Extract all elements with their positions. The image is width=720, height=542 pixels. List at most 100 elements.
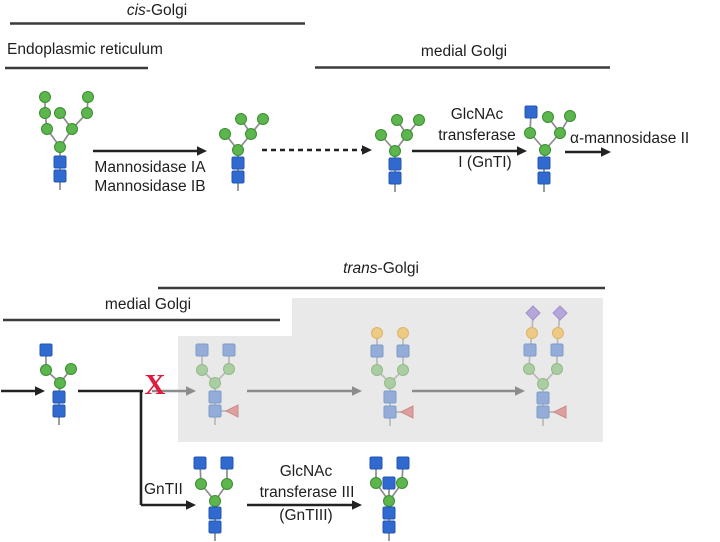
mannose-icon [232, 144, 244, 156]
gntiii-label-line1: GlcNAc [279, 463, 333, 480]
mannose-icon [375, 129, 387, 141]
mannose-icon [564, 110, 576, 122]
trans-rest: -Golgi [377, 260, 419, 277]
glycan-medial-man5 [375, 114, 425, 192]
glcnac-icon [388, 171, 402, 185]
sialic-acid-icon [525, 305, 541, 321]
galactose-icon [552, 327, 564, 339]
mannose-icon [219, 128, 231, 140]
mannose-icon [65, 363, 77, 375]
medial-golgi-bottom-label: medial Golgi [104, 296, 192, 313]
mannose-icon [41, 123, 53, 135]
mannose-icon [383, 495, 395, 507]
mannose-icon [542, 111, 554, 123]
mannose-icon [370, 477, 382, 489]
gnti-label-line3: I (GnTI) [458, 154, 512, 171]
mannose-icon [391, 114, 403, 126]
trans-golgi-highlight-box [178, 298, 603, 442]
glcnac-icon [193, 456, 207, 470]
glcnac-icon [208, 390, 222, 404]
glcnac-icon [208, 506, 222, 520]
glycan-galactosylated-faded [370, 327, 414, 426]
mannose-icon [397, 364, 409, 376]
cis-rest: -Golgi [145, 2, 188, 19]
glcnac-icon [369, 456, 383, 470]
gntii-label: GnTII [144, 481, 183, 498]
mannose-icon [196, 364, 208, 376]
mannose-icon [54, 141, 66, 153]
glcnac-icon [383, 405, 397, 419]
mannose-icon [54, 107, 66, 119]
mannose-icon [384, 377, 396, 389]
arrow-amannosidase-ii-head [601, 147, 611, 157]
galactose-icon [371, 327, 383, 339]
galactose-icon [397, 327, 409, 339]
arrow-transport-dashed-head [362, 145, 372, 155]
glycan-gntii-product [193, 456, 234, 541]
mannose-icon [39, 91, 51, 103]
mannose-icon [523, 363, 535, 375]
arrow-gntiii-head [352, 500, 362, 510]
fucose-icon [224, 404, 239, 418]
glcnac-icon [370, 344, 384, 358]
cis-italic: cis [126, 2, 146, 19]
mannose-icon [554, 127, 566, 139]
medial-golgi-top-label: medial Golgi [420, 43, 508, 60]
mannose-icon [66, 123, 78, 135]
gntiii-label-line2: transferase III [259, 484, 355, 501]
mannose-icon [524, 127, 536, 139]
fucose-icon [552, 405, 567, 419]
arrow-gnti-head [517, 146, 527, 156]
mannose-icon [401, 129, 413, 141]
glcnac-icon [220, 456, 234, 470]
glcnac-icon [382, 520, 396, 534]
glcnac-icon [208, 404, 222, 418]
glcnac-icon [382, 506, 396, 520]
glcnac-icon [208, 520, 222, 534]
glcnac-icon [523, 343, 537, 357]
mannose-icon [539, 144, 551, 156]
glcnac-icon [39, 343, 53, 357]
mannose-icon [195, 478, 207, 490]
fucose-icon [399, 405, 414, 419]
glycan-gntiii-bisected-product [369, 456, 410, 541]
mannosidase-ib-label: Mannosidase IB [94, 178, 206, 195]
glcnac-icon [231, 170, 245, 184]
gnti-label-line1: GlcNAc [450, 106, 504, 123]
arrow-box-step1-head [352, 386, 362, 396]
mannosidase-ia-label: Mannosidase IA [94, 159, 206, 176]
cis-golgi-label: cis-Golgi [127, 2, 187, 20]
gnti-label-line2: transferase [438, 127, 516, 144]
glcnac-icon [536, 391, 550, 405]
glcnac-icon [388, 157, 402, 171]
glcnac-icon [537, 171, 551, 185]
arrow-blocked-path-head [186, 386, 196, 396]
gntiii-label-line3: (GnTIII) [279, 507, 333, 524]
glcnac-icon [536, 405, 550, 419]
arrow-entry-head [35, 386, 45, 396]
glcnac-icon [383, 390, 397, 404]
mannose-icon [389, 145, 401, 157]
glycan-sialylated-faded [523, 305, 568, 426]
glcnac-icon [195, 343, 209, 357]
sialic-acid-icon [552, 305, 568, 321]
glcnac-icon [382, 476, 396, 490]
mannose-icon [235, 113, 247, 125]
mannose-icon [40, 364, 52, 376]
glcnac-icon [53, 169, 67, 183]
mannose-icon [209, 377, 221, 389]
arrow-gntii-head [186, 500, 196, 510]
mannose-icon [245, 128, 257, 140]
mannose-icon [396, 477, 408, 489]
glycan-hybrid-gnti-product [524, 105, 576, 192]
endoplasmic-reticulum-label: Endoplasmic reticulum [7, 41, 163, 58]
mannose-icon [537, 378, 549, 390]
glcnac-icon [231, 156, 245, 170]
arrow-box-step2-head [515, 386, 525, 396]
mannose-icon [81, 107, 93, 119]
mannose-icon [82, 91, 94, 103]
mannose-icon [413, 114, 425, 126]
mannose-icon [221, 478, 233, 490]
